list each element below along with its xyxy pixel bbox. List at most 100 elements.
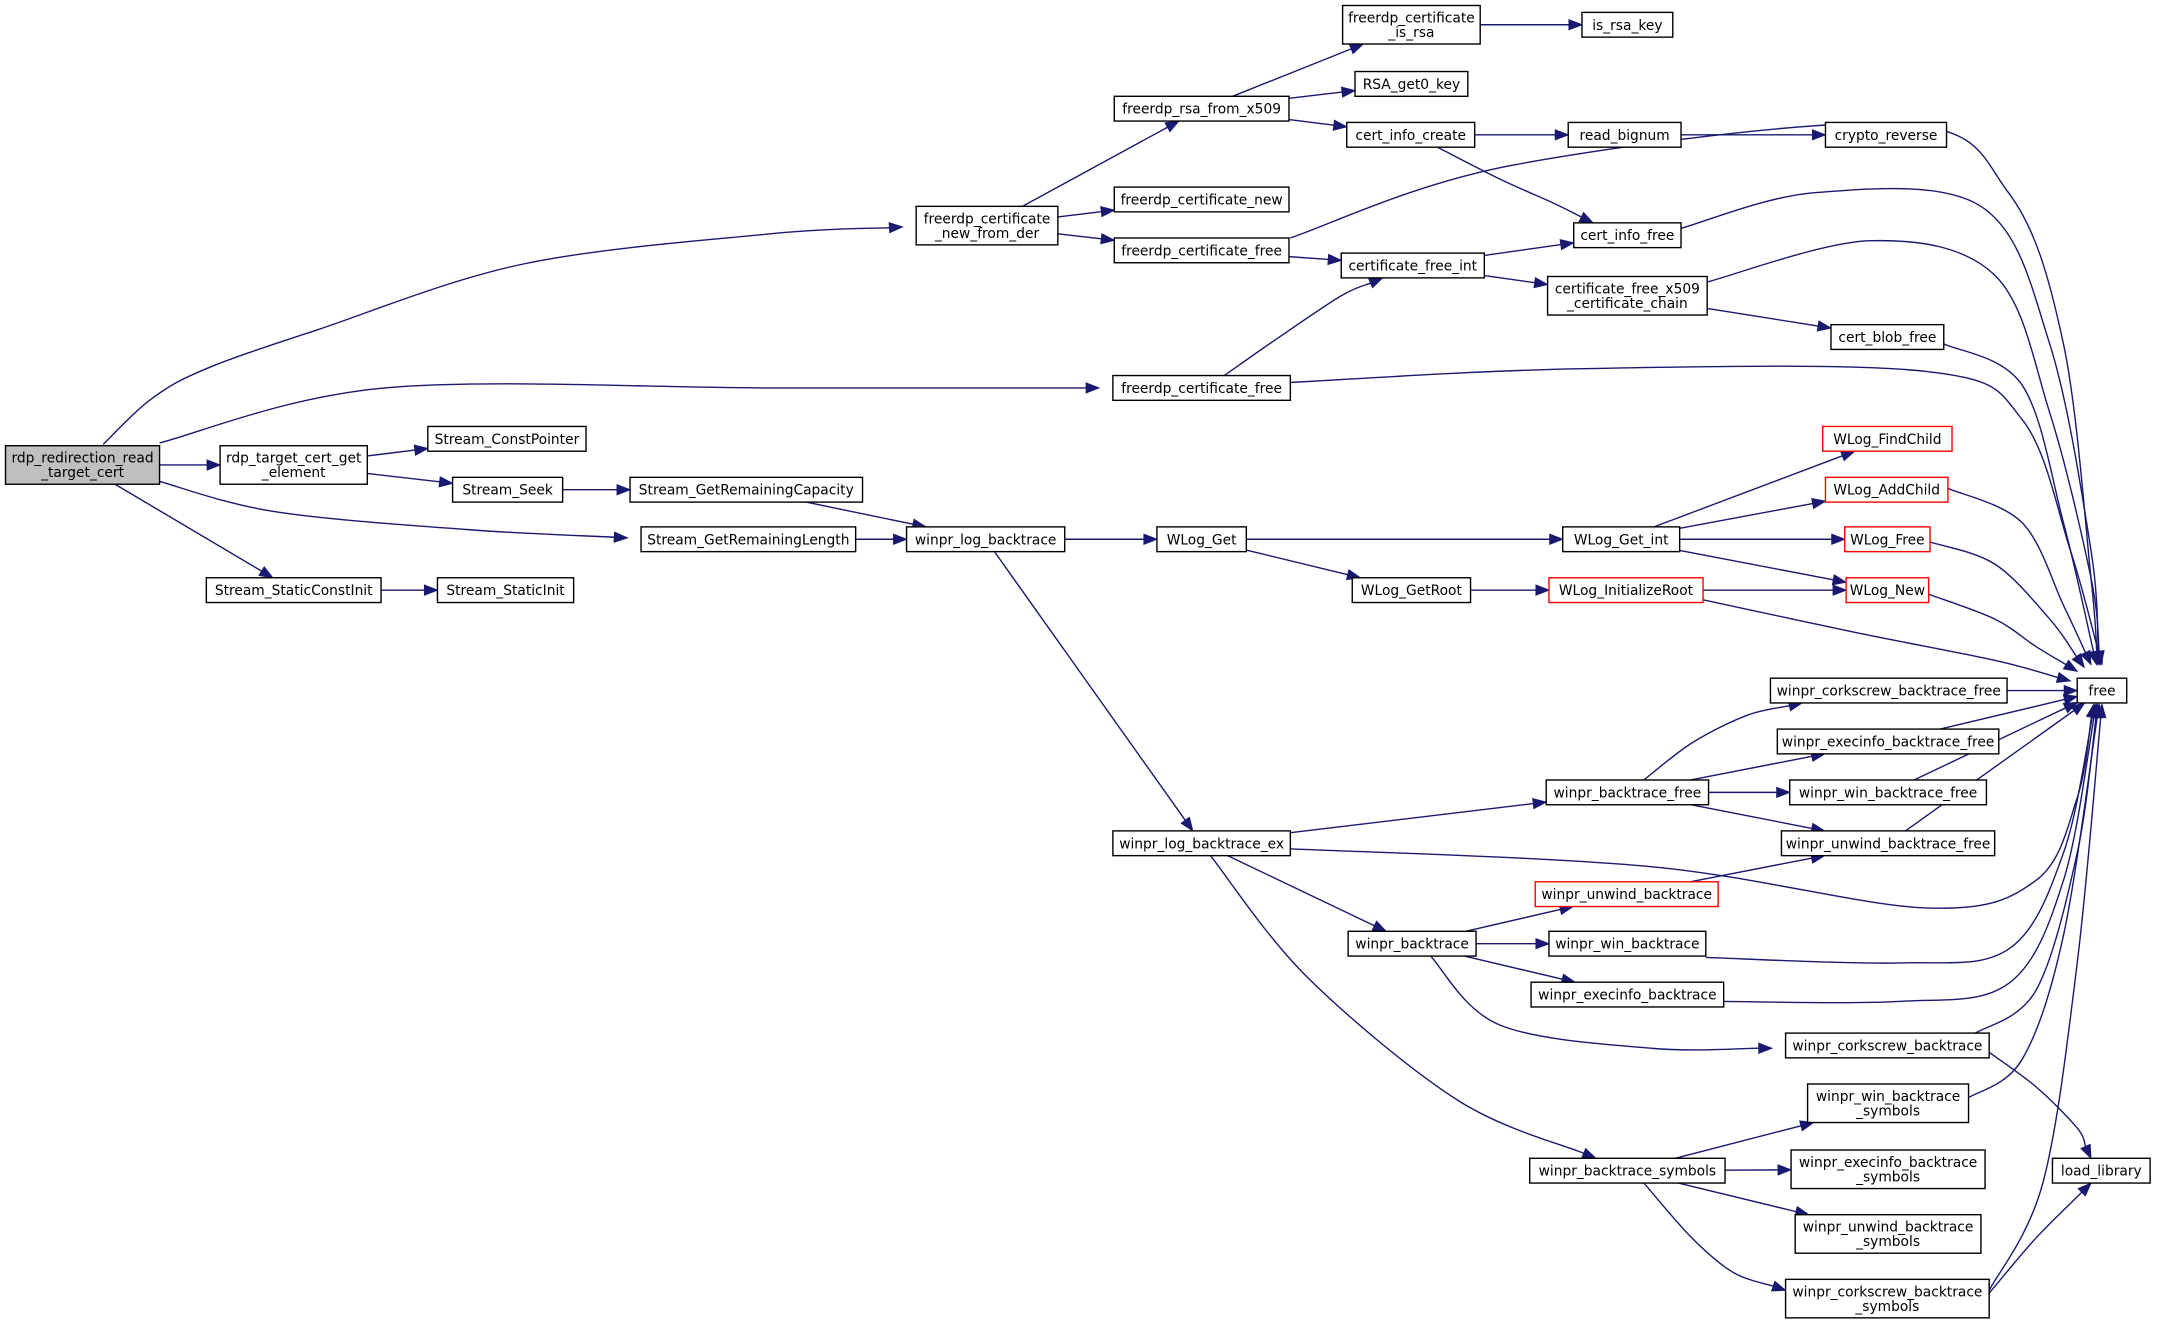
node-wlog_new[interactable]: WLog_New	[1845, 577, 1930, 604]
node-unwind_backtrace_symbols[interactable]: winpr_unwind_backtrace_symbols	[1794, 1213, 1982, 1254]
node-wlog_initializeroot[interactable]: WLog_InitializeRoot	[1548, 577, 1704, 604]
node-cert_blob_free[interactable]: cert_blob_free	[1830, 323, 1945, 351]
node-box	[905, 526, 1066, 553]
node-label: Stream_GetRemainingCapacity	[639, 483, 854, 499]
node-box	[1354, 70, 1469, 97]
node-box	[2076, 677, 2128, 704]
node-static_const_init[interactable]: Stream_StaticConstInit	[205, 577, 382, 604]
arrowhead-cert_info_create-to-cert_info_free	[1578, 211, 1595, 224]
node-static_init[interactable]: Stream_StaticInit	[436, 577, 575, 604]
arrowhead-cert_get_element-to-stream_seek	[438, 476, 454, 488]
node-load_library[interactable]: load_library	[2051, 1157, 2151, 1184]
node-label: WLog_New	[1850, 583, 1925, 599]
node-box	[451, 476, 564, 503]
node-box	[1824, 121, 1948, 148]
node-execinfo_backtrace_symbols[interactable]: winpr_execinfo_backtrace_symbols	[1790, 1149, 1986, 1190]
node-rsa_from_x509[interactable]: freerdp_rsa_from_x509	[1113, 95, 1290, 122]
edge-wlog_get_int-to-wlog_addchild	[1679, 502, 1813, 530]
arrowhead-corkscrew_backtrace-to-load_library	[2080, 1143, 2092, 1160]
node-log_backtrace[interactable]: winpr_log_backtrace	[905, 526, 1066, 553]
node-cert_free_b[interactable]: freerdp_certificate_free	[1113, 237, 1290, 264]
edge-backtrace_symbols-to-win_backtrace_symbols	[1675, 1125, 1802, 1159]
node-box	[1790, 1149, 1986, 1190]
node-execinfo_backtrace[interactable]: winpr_execinfo_backtrace	[1530, 981, 1725, 1008]
node-backtrace[interactable]: winpr_backtrace	[1347, 930, 1477, 957]
node-unwind_backtrace_free[interactable]: winpr_unwind_backtrace_free	[1780, 830, 1996, 857]
node-wlog_findchild[interactable]: WLog_FindChild	[1822, 425, 1953, 452]
node-is_rsa_key[interactable]: is_rsa_key	[1581, 11, 1674, 38]
edge-cert_get_element-to-stream_seek	[367, 472, 440, 483]
node-unwind_backtrace[interactable]: winpr_unwind_backtrace	[1534, 881, 1719, 908]
edge-wlog_addchild-to-free	[1947, 487, 2087, 653]
node-cert_free_int[interactable]: certificate_free_int	[1340, 252, 1486, 279]
node-box	[1113, 95, 1290, 122]
node-execinfo_backtrace_free[interactable]: winpr_execinfo_backtrace_free	[1776, 728, 2000, 755]
edge-log_backtrace_ex-to-backtrace_symbols	[1210, 855, 1585, 1154]
edge-root-to-cert_free_a	[159, 383, 1087, 444]
node-box	[1784, 1032, 1990, 1059]
node-stream_seek[interactable]: Stream_Seek	[451, 476, 564, 503]
node-root[interactable]: rdp_redirection_read_target_cert	[4, 445, 161, 485]
node-corkscrew_backtrace_symbols[interactable]: winpr_corkscrew_backtrace_symbols	[1784, 1278, 1990, 1319]
arrowhead-wlog_getroot-to-wlog_initializeroot	[1535, 584, 1551, 596]
arrowhead-unwind_backtrace_free-to-free	[2070, 702, 2086, 716]
arrowhead-root-to-cert_free_a	[1085, 382, 1101, 394]
node-cert_info_free[interactable]: cert_info_free	[1573, 222, 1682, 249]
node-label: _certificate_chain	[1566, 296, 1688, 312]
node-win_backtrace_free[interactable]: winpr_win_backtrace_free	[1789, 779, 1988, 806]
edge-wlog_initializeroot-to-free	[1702, 599, 2058, 679]
node-wlog_get[interactable]: WLog_Get	[1156, 526, 1248, 553]
node-box	[219, 445, 368, 485]
arrowhead-wlog_addchild-to-free	[2080, 649, 2092, 666]
node-box	[1780, 830, 1996, 857]
node-box	[1830, 323, 1945, 351]
node-remaining_length[interactable]: Stream_GetRemainingLength	[640, 526, 857, 553]
node-cert_new_from_der[interactable]: freerdp_certificate_new_from_der	[915, 205, 1059, 246]
edge-cert_new_from_der-to-cert_free_b	[1057, 233, 1102, 240]
edge-unwind_backtrace_free-to-free	[1905, 709, 2075, 832]
node-wlog_free[interactable]: WLog_Free	[1844, 526, 1931, 553]
node-win_backtrace[interactable]: winpr_win_backtrace	[1548, 930, 1707, 957]
node-cert_get_element[interactable]: rdp_target_cert_get_element	[219, 445, 368, 485]
node-remaining_capacity[interactable]: Stream_GetRemainingCapacity	[629, 476, 864, 503]
node-cert_info_create[interactable]: cert_info_create	[1346, 121, 1476, 148]
node-label: WLog_Free	[1850, 532, 1924, 548]
node-box	[2051, 1157, 2151, 1184]
arrowhead-rsa_from_x509-to-rsa_get0_key	[1340, 86, 1357, 98]
node-wlog_addchild[interactable]: WLog_AddChild	[1824, 476, 1949, 503]
edge-cert_get_element-to-const_pointer	[367, 449, 416, 457]
node-label: winpr_unwind_backtrace	[1541, 887, 1712, 903]
node-free[interactable]: free	[2076, 677, 2128, 704]
node-box	[1351, 577, 1472, 604]
node-label: RSA_get0_key	[1363, 77, 1460, 93]
edge-backtrace_free-to-execinfo_backtrace_free	[1690, 755, 1813, 781]
node-cert_is_rsa[interactable]: freerdp_certificate_is_rsa	[1341, 4, 1481, 45]
node-label: winpr_unwind_backtrace_free	[1786, 836, 1991, 852]
node-wlog_getroot[interactable]: WLog_GetRoot	[1351, 577, 1472, 604]
node-label: winpr_win_backtrace	[1816, 1089, 1960, 1105]
node-cert_chain_free[interactable]: certificate_free_x509_certificate_chain	[1546, 275, 1708, 316]
node-crypto_reverse[interactable]: crypto_reverse	[1824, 121, 1948, 148]
node-label: freerdp_certificate_free	[1121, 381, 1282, 397]
node-read_bignum[interactable]: read_bignum	[1567, 121, 1682, 148]
edge-log_backtrace_ex-to-backtrace_free	[1290, 802, 1534, 834]
arrowhead-backtrace_symbols-to-corkscrew_backtrace_symbols	[1770, 1280, 1787, 1292]
node-cert_free_a[interactable]: freerdp_certificate_free	[1112, 374, 1292, 402]
node-label: _symbols	[1854, 1299, 1919, 1315]
node-log_backtrace_ex[interactable]: winpr_log_backtrace_ex	[1112, 830, 1292, 857]
node-wlog_get_int[interactable]: WLog_Get_int	[1562, 526, 1681, 553]
arrowhead-wlog_initializeroot-to-wlog_new	[1832, 584, 1848, 596]
node-corkscrew_backtrace_free[interactable]: winpr_corkscrew_backtrace_free	[1769, 677, 2008, 704]
node-label: read_bignum	[1580, 128, 1670, 144]
node-box	[1340, 252, 1486, 279]
node-label: load_library	[2061, 1164, 2142, 1180]
node-backtrace_free[interactable]: winpr_backtrace_free	[1545, 779, 1710, 806]
node-label: _new_from_der	[934, 226, 1040, 242]
node-backtrace_symbols[interactable]: winpr_backtrace_symbols	[1529, 1157, 1726, 1184]
arrowhead-root-to-remaining_length	[613, 531, 629, 543]
node-rsa_get0_key[interactable]: RSA_get0_key	[1354, 70, 1469, 97]
node-cert_new[interactable]: freerdp_certificate_new	[1113, 186, 1290, 213]
node-corkscrew_backtrace[interactable]: winpr_corkscrew_backtrace	[1784, 1032, 1990, 1059]
node-const_pointer[interactable]: Stream_ConstPointer	[427, 425, 587, 452]
node-win_backtrace_symbols[interactable]: winpr_win_backtrace_symbols	[1806, 1083, 1970, 1124]
